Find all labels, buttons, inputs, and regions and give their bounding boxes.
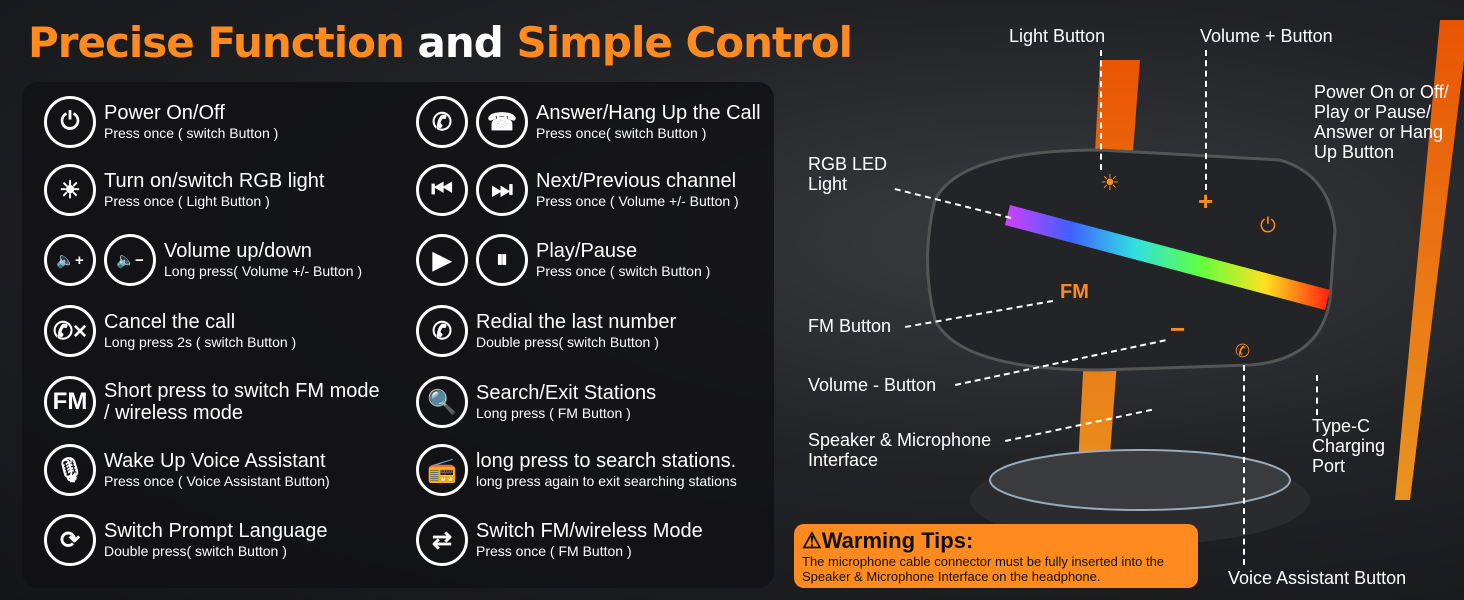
page-title: Precise Function and Simple Control (28, 18, 853, 67)
swap-icon: ⇄ (416, 514, 468, 566)
function-title: long press to search stations. (476, 450, 737, 472)
right-function-item: 📻 long press to search stations.long pres… (416, 444, 737, 496)
microphone-icon: 🎙 (44, 444, 96, 496)
callout-volume-minus: Volume - Button (808, 375, 937, 395)
orange-light-beam (1395, 20, 1464, 500)
callout-fm: FM Button (808, 316, 892, 336)
function-instruction: Press once ( switch Button ) (104, 125, 279, 141)
search-icon: 🔍 (416, 376, 468, 428)
next-icon: ⏭ (476, 164, 528, 216)
function-instruction: Long press ( FM Button ) (476, 405, 631, 421)
function-title: Next/Previous channel (536, 170, 737, 192)
function-title: Wake Up Voice Assistant (104, 450, 326, 472)
power-icon: ⏻ (44, 96, 96, 148)
function-title-cont: / wireless mode (104, 402, 243, 424)
function-title: Answer/Hang Up the Call (536, 102, 761, 124)
function-instruction: Long press 2s ( switch Button ) (104, 334, 297, 350)
left-function-item: FM Short press to switch FM mode/ wireles… (44, 376, 380, 428)
function-instruction: Press once( switch Button ) (536, 125, 707, 141)
callout-voice-assistant: Voice Assistant Button (1228, 568, 1407, 588)
callout-power: Power On or Off/ Play or Pause/ Answer o… (1314, 82, 1449, 162)
sun-icon: ☀ (44, 164, 96, 216)
play-icon: ▶ (416, 234, 468, 286)
radio-icon: 📻 (416, 444, 468, 496)
function-title: Power On/Off (104, 102, 225, 124)
callout-speaker-interface: Speaker & Microphone Interface (808, 430, 992, 470)
function-instruction: Press once ( Light Button ) (104, 193, 270, 209)
rgb-led-strip (1005, 205, 1330, 310)
light-button-icon: ☀ (1100, 170, 1120, 195)
function-title: Play/Pause (536, 240, 638, 262)
previous-icon: ⏮ (416, 164, 468, 216)
fm-button: FM (1060, 281, 1089, 303)
function-title: Short press to switch FM mode (104, 380, 380, 402)
volume-up-icon: 🔈+ (44, 234, 96, 286)
function-title: Volume up/down (164, 240, 312, 262)
redial-icon: ✆ (416, 305, 468, 357)
volume-minus-button: − (1170, 314, 1185, 344)
function-instruction: Double press( switch Button ) (104, 543, 287, 559)
warning-icon: ⚠ (802, 528, 822, 553)
function-instruction: Long press( Volume +/- Button ) (164, 263, 363, 279)
fm-icon: FM (44, 376, 96, 428)
warning-tips-box: ⚠Warming Tips: The microphone cable conn… (794, 524, 1198, 588)
pause-icon: ⏸ (476, 234, 528, 286)
function-title: Cancel the call (104, 311, 236, 333)
callout-light-button: Light Button (1009, 26, 1106, 46)
function-title: Redial the last number (476, 311, 677, 333)
refresh-icon: ⟳ (44, 514, 96, 566)
cancel-call-icon: ✆× (44, 305, 96, 357)
volume-plus-button: + (1198, 186, 1213, 216)
function-panel (22, 82, 774, 588)
callout-rgb: RGB LED Light (808, 154, 888, 194)
volume-down-icon: 🔈− (104, 234, 156, 286)
function-instruction: Double press( switch Button ) (476, 334, 659, 350)
function-title: Switch FM/wireless Mode (476, 520, 703, 542)
function-instruction: Press once ( FM Button ) (476, 543, 632, 559)
callout-typec: Type-C Charging Port (1312, 416, 1386, 476)
function-instruction: Press once ( Volume +/- Button ) (536, 193, 739, 209)
function-instruction: Press once ( Voice Assistant Button) (104, 473, 330, 489)
function-instruction: Press once ( switch Button ) (536, 263, 711, 279)
headset-body (926, 148, 1337, 372)
voice-button-icon: ✆ (1235, 341, 1250, 361)
stand-top (989, 449, 1291, 511)
function-title: Search/Exit Stations (476, 382, 657, 404)
function-title: Turn on/switch RGB light (104, 170, 325, 192)
function-title: Switch Prompt Language (104, 520, 328, 542)
hang-up-icon: ☎ (476, 96, 528, 148)
function-instruction: long press again to exit searching stati… (476, 473, 737, 489)
power-button-icon: ⏻ (1260, 215, 1276, 237)
callout-volume-plus: Volume + Button (1200, 26, 1333, 46)
answer-call-icon: ✆ (416, 96, 468, 148)
